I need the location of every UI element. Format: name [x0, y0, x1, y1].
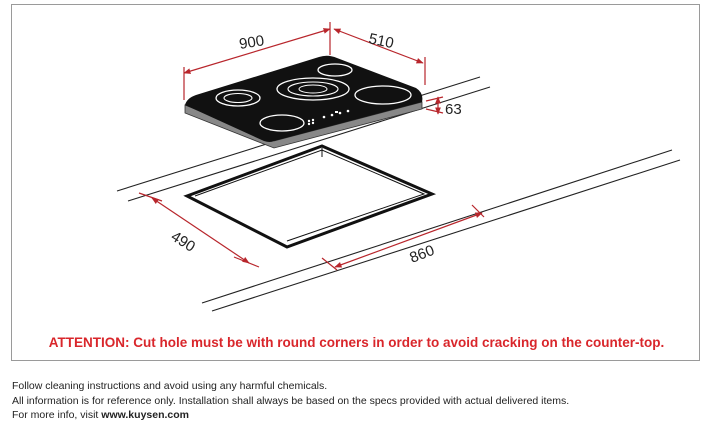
dimension-63 — [425, 96, 444, 115]
burner-front — [259, 114, 305, 132]
burner-right — [354, 85, 412, 105]
hob-installation-diagram: 900 510 63 490 860 — [116, 22, 681, 312]
dimension-860-label: 860 — [407, 242, 436, 267]
dimension-900-label: 900 — [238, 32, 265, 53]
dimension-490 — [138, 192, 260, 268]
footer-line-info: For more info, visit www.kuysen.com — [12, 408, 569, 423]
footer-info-prefix: For more info, visit — [12, 409, 102, 421]
dimension-900 — [183, 22, 331, 100]
dimension-510 — [333, 28, 426, 85]
dimension-860 — [321, 204, 485, 271]
diagram-frame: 900 510 63 490 860 ATTENTION: Cut hol — [11, 4, 700, 361]
hob-glass-top — [185, 55, 423, 142]
dimension-63-label: 63 — [445, 101, 462, 118]
burner-center — [276, 77, 350, 101]
footer-notes: Follow cleaning instructions and avoid u… — [12, 379, 569, 423]
website-link[interactable]: www.kuysen.com — [101, 409, 190, 421]
control-panel — [307, 109, 350, 126]
dimension-510-label: 510 — [367, 30, 395, 52]
burner-left — [215, 89, 261, 107]
dimension-490-label: 490 — [168, 228, 198, 256]
cutout-hole — [183, 144, 437, 249]
attention-notice: ATTENTION: Cut hole must be with round c… — [48, 335, 665, 350]
footer-line-cleaning: Follow cleaning instructions and avoid u… — [12, 380, 328, 392]
footer-line-disclaimer: All information is for reference only. I… — [12, 394, 570, 407]
